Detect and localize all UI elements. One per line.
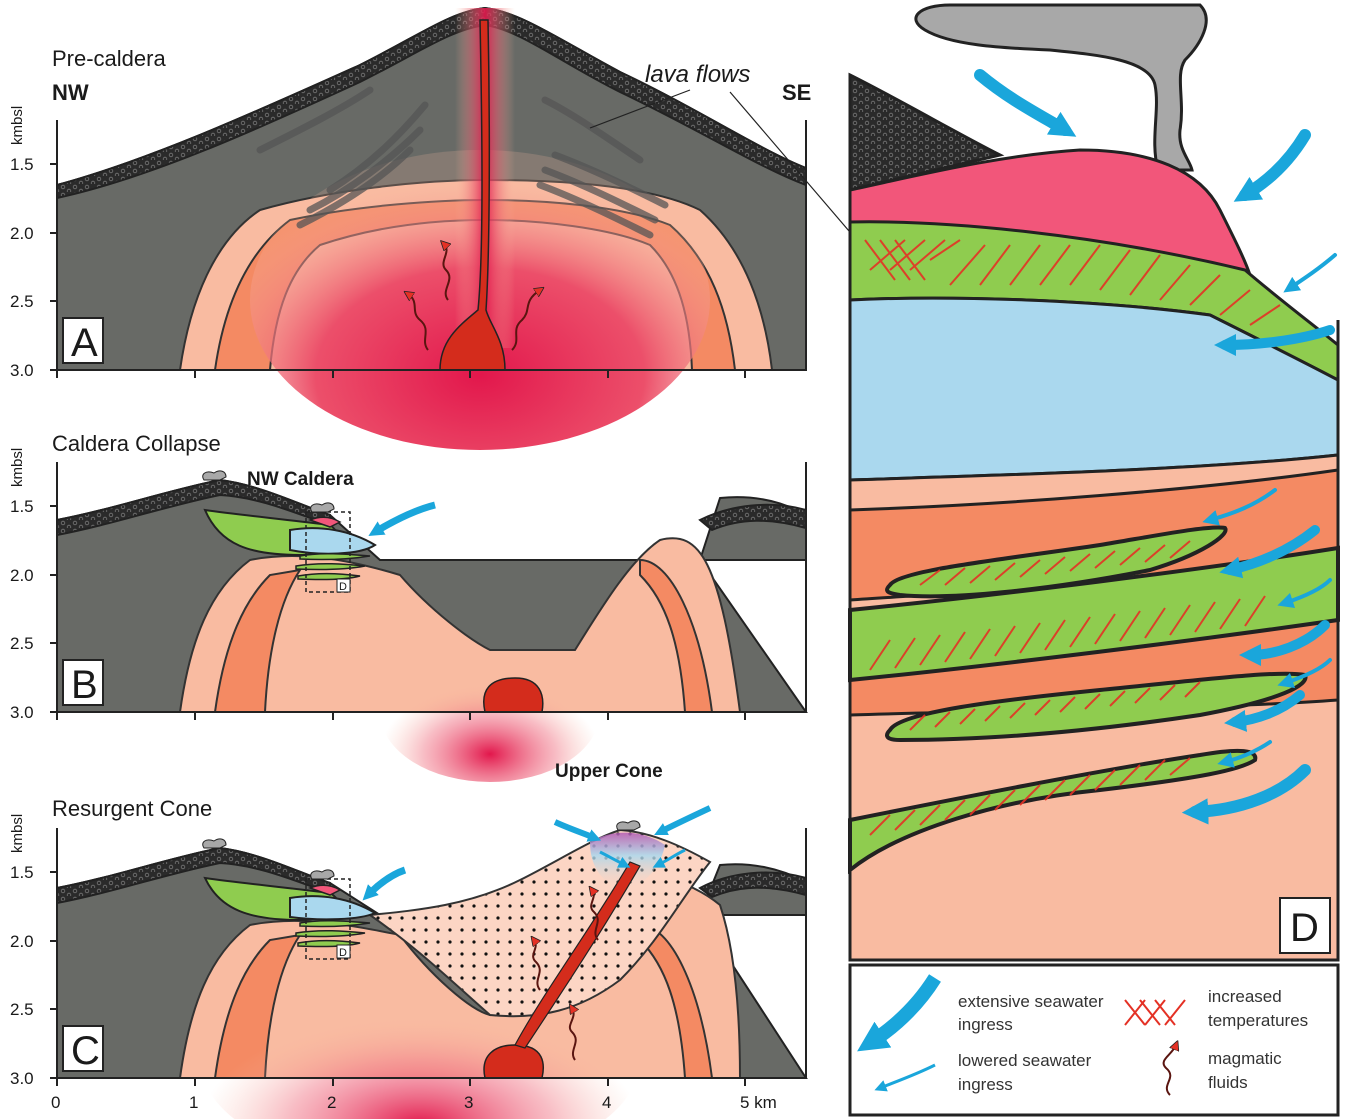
ytick: 1.5 bbox=[10, 155, 34, 174]
xtick: 4 bbox=[602, 1093, 611, 1112]
ytick: 1.5 bbox=[10, 863, 34, 882]
y-axis-label: kmbsl bbox=[9, 814, 26, 853]
panel-title: Resurgent Cone bbox=[52, 796, 212, 821]
xtick: 3 bbox=[464, 1093, 473, 1112]
panel-letter: A bbox=[71, 321, 98, 365]
y-axis-label: kmbsl bbox=[9, 106, 26, 145]
panel-title: Pre-caldera bbox=[52, 46, 166, 71]
lava-flows-label: lava flows bbox=[645, 61, 750, 88]
panel-c: D 1.5 2.0 2.5 3.0 kmbsl 0 1 2 3 4 5 km R… bbox=[9, 761, 806, 1119]
panel-title: Caldera Collapse bbox=[52, 431, 221, 456]
legend-lowered-2: ingress bbox=[958, 1075, 1013, 1094]
panel-d: D bbox=[850, 5, 1338, 960]
panel-letter: B bbox=[71, 663, 98, 707]
ytick: 2.0 bbox=[10, 566, 34, 585]
ytick: 2.0 bbox=[10, 932, 34, 951]
y-axis-label: kmbsl bbox=[9, 448, 26, 487]
ytick: 2.0 bbox=[10, 224, 34, 243]
panel-b: D 1.5 2.0 2.5 3.0 kmbsl Caldera Collapse… bbox=[9, 431, 806, 782]
xtick: 0 bbox=[51, 1093, 60, 1112]
panel-a: 1.5 2.0 2.5 3.0 kmbsl Pre-caldera NW SE … bbox=[9, 8, 855, 450]
xtick: 5 km bbox=[740, 1093, 777, 1112]
direction-se: SE bbox=[782, 80, 811, 105]
legend-temps-2: temperatures bbox=[1208, 1011, 1308, 1030]
nw-caldera-label: NW Caldera bbox=[247, 469, 354, 490]
xtick: 1 bbox=[189, 1093, 198, 1112]
upper-cone-label: Upper Cone bbox=[555, 761, 663, 782]
ytick: 3.0 bbox=[10, 1069, 34, 1088]
ytick: 3.0 bbox=[10, 703, 34, 722]
legend-lowered-1: lowered seawater bbox=[958, 1051, 1092, 1070]
detail-box-label: D bbox=[339, 581, 347, 593]
legend: extensive seawater ingress lowered seawa… bbox=[850, 965, 1338, 1115]
ytick: 2.5 bbox=[10, 1000, 34, 1019]
xtick: 2 bbox=[327, 1093, 336, 1112]
direction-nw: NW bbox=[52, 80, 89, 105]
ytick: 2.5 bbox=[10, 292, 34, 311]
detail-box-label: D bbox=[339, 947, 347, 959]
legend-fluids-2: fluids bbox=[1208, 1073, 1248, 1092]
ytick: 3.0 bbox=[10, 361, 34, 380]
legend-temps-1: increased bbox=[1208, 987, 1282, 1006]
ytick: 1.5 bbox=[10, 497, 34, 516]
legend-extensive-1: extensive seawater bbox=[958, 992, 1104, 1011]
legend-extensive-2: ingress bbox=[958, 1015, 1013, 1034]
panel-letter: D bbox=[1290, 906, 1319, 950]
legend-fluids-1: magmatic bbox=[1208, 1049, 1282, 1068]
panel-letter: C bbox=[71, 1029, 100, 1073]
ytick: 2.5 bbox=[10, 634, 34, 653]
